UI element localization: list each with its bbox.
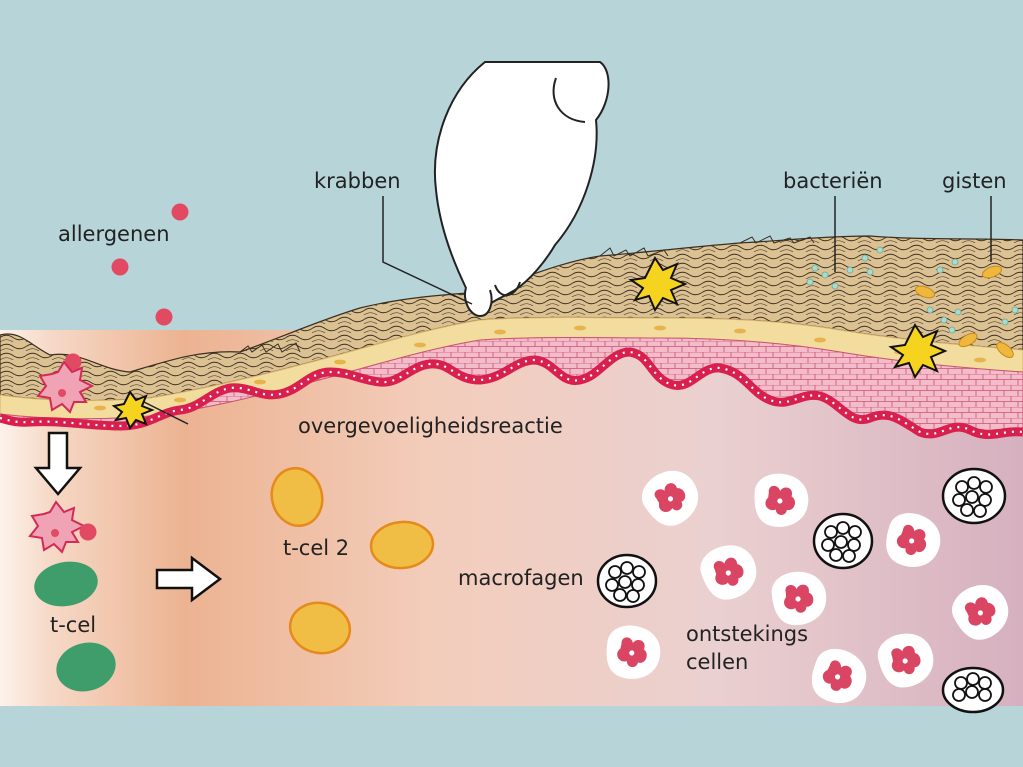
basal-layer-dots: [0, 350, 1023, 436]
t-cells: [34, 561, 116, 692]
yeasts-label: gisten: [942, 169, 1007, 193]
dendritic-cell-dermis: [28, 500, 97, 554]
scratching-hand: [434, 61, 610, 318]
inflammatory-cell: [886, 513, 941, 567]
t-cells-2: [270, 467, 435, 655]
granules: [94, 325, 986, 411]
inflammatory-cell: [771, 571, 827, 626]
damage-bursts: [111, 256, 948, 431]
inflammatory-cells-label-line2: cellen: [686, 650, 749, 674]
yeasts: [914, 265, 1014, 358]
bacteria: [806, 246, 1019, 334]
bacteria-label: bacteriën: [783, 169, 883, 193]
down-arrow: [33, 431, 83, 496]
inflammatory-cell: [877, 633, 934, 688]
inflammatory-cell: [641, 470, 699, 526]
bottom-band: [0, 706, 1023, 767]
dendritic-cell-skin: [36, 360, 95, 414]
right-arrow: [155, 555, 223, 603]
t-cell-2-label: t-cel 2: [283, 536, 350, 560]
hypersensitivity-label: overgevoeligheidsreactie: [298, 414, 563, 438]
inflammatory-cells: [606, 470, 1009, 704]
inflammatory-cell: [952, 585, 1009, 640]
inflammatory-cells-label-line1: ontstekings: [686, 622, 809, 646]
macrophages-label: macrofagen: [458, 566, 584, 590]
scratching-label: krabben: [314, 169, 401, 193]
inflammatory-cell: [700, 545, 757, 600]
pointer-lines: [139, 196, 992, 425]
inflammatory-cell: [811, 648, 867, 704]
inflammatory-cell: [754, 473, 809, 527]
allergens-label: allergenen: [58, 222, 170, 246]
corneum-scale-edge: [239, 235, 815, 353]
t-cell-label: t-cel: [50, 613, 97, 637]
macrophages: [596, 467, 1007, 714]
allergen-particles: [64, 203, 189, 371]
inflammatory-cell: [606, 625, 661, 679]
